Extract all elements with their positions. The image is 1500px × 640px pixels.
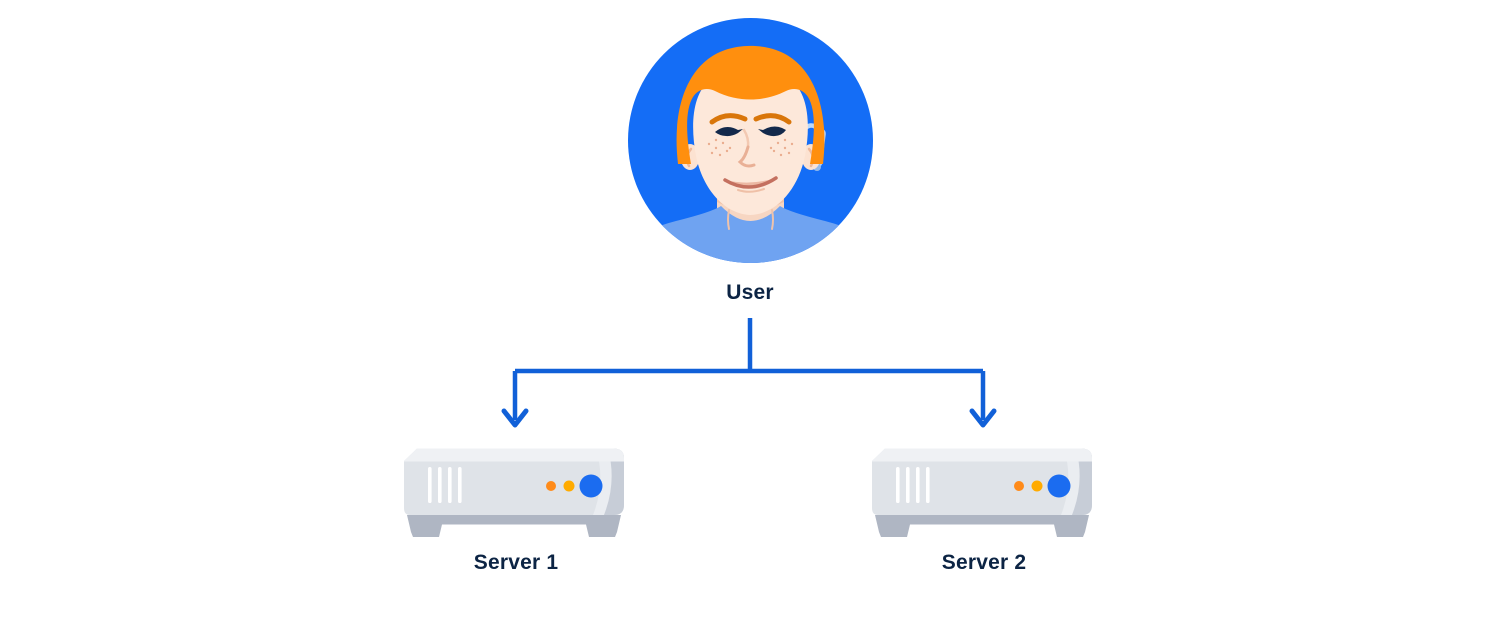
power-light-blue: [579, 474, 603, 498]
connector-path: [512, 318, 986, 420]
arrow-down-icon: [501, 408, 529, 428]
power-light-blue: [1047, 474, 1071, 498]
server2-node: [867, 446, 1097, 551]
user-node: [628, 18, 873, 268]
server1-label: Server 1: [473, 551, 559, 574]
status-light-orange: [1014, 481, 1024, 491]
server1-node: [399, 446, 629, 551]
status-light-amber: [1031, 480, 1043, 492]
server-vents: [896, 467, 930, 503]
user-avatar-icon: [628, 18, 873, 263]
status-light-amber: [563, 480, 575, 492]
user-label: User: [726, 281, 774, 304]
arrow-down-icon: [969, 408, 997, 428]
server-icon: [872, 448, 1092, 537]
server2-label: Server 2: [941, 551, 1027, 574]
server-icon: [404, 448, 624, 537]
status-light-orange: [546, 481, 556, 491]
server-vents: [428, 467, 462, 503]
